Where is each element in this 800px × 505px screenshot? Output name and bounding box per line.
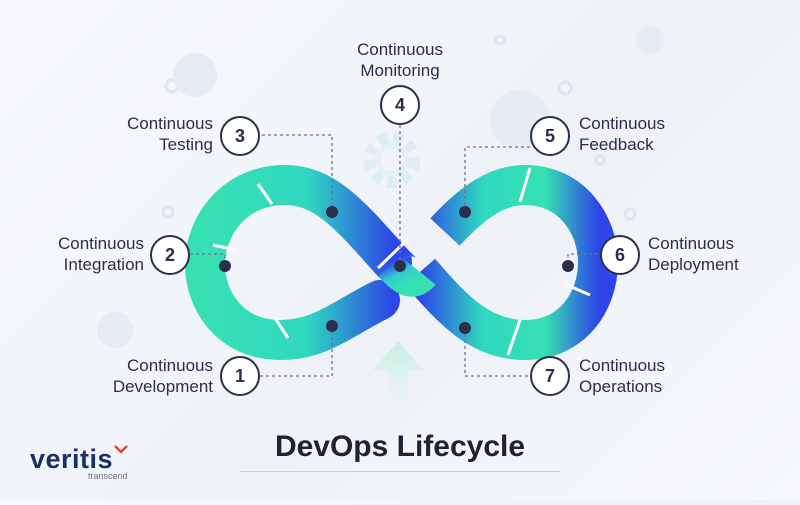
background-decor	[161, 34, 637, 221]
stage-label-deployment: Continuous Deployment	[648, 233, 788, 275]
gear-icon	[364, 132, 420, 188]
stage-label-line: Feedback	[579, 135, 654, 154]
brand-chevron-icon	[114, 445, 128, 454]
dot-development	[326, 320, 338, 332]
stage-badge-4: 4	[380, 85, 420, 125]
dot-testing	[326, 206, 338, 218]
up-arrow-icon	[372, 342, 424, 410]
stage-badge-3: 3	[220, 116, 260, 156]
stage-label-testing: Continuous Testing	[90, 113, 213, 155]
stage-label-feedback: Continuous Feedback	[579, 113, 709, 155]
brand-tagline: transcend	[88, 471, 128, 481]
stage-label-line: Continuous	[356, 40, 443, 59]
stage-label-development: Continuous Development	[70, 355, 213, 397]
stage-label-line: Continuous	[126, 356, 213, 375]
brand-logo: veritis transcend	[30, 444, 140, 484]
stage-badge-5: 5	[530, 116, 570, 156]
title-divider	[240, 471, 560, 472]
brand-name: veritis	[30, 444, 114, 474]
connector-dots	[219, 206, 574, 334]
dot-deployment	[562, 260, 574, 272]
stage-label-monitoring: Continuous Monitoring	[330, 39, 470, 81]
stage-label-line: Continuous	[126, 114, 213, 133]
stage-badge-6: 6	[600, 235, 640, 275]
segment-dividers	[212, 167, 591, 356]
stage-badge-7: 7	[530, 356, 570, 396]
stage-label-line: Continuous	[579, 356, 666, 375]
stage-label-line: Continuous	[57, 234, 144, 253]
dot-integration	[219, 260, 231, 272]
stage-badge-2: 2	[150, 235, 190, 275]
stage-label-line: Development	[112, 377, 213, 396]
dot-monitoring	[394, 260, 406, 272]
stage-badge-1: 1	[220, 356, 260, 396]
stage-label-line: Integration	[63, 255, 144, 274]
page-title: DevOps Lifecycle	[274, 430, 526, 463]
dot-feedback	[459, 206, 471, 218]
stage-label-line: Continuous	[648, 234, 735, 253]
stage-label-line: Deployment	[648, 255, 739, 274]
stage-label-line: Testing	[159, 135, 213, 154]
stage-label-operations: Continuous Operations	[579, 355, 719, 397]
stage-label-integration: Continuous Integration	[20, 233, 144, 275]
stage-label-line: Monitoring	[360, 61, 440, 80]
dot-operations	[459, 322, 471, 334]
stage-label-line: Operations	[579, 377, 663, 396]
stage-label-line: Continuous	[579, 114, 666, 133]
